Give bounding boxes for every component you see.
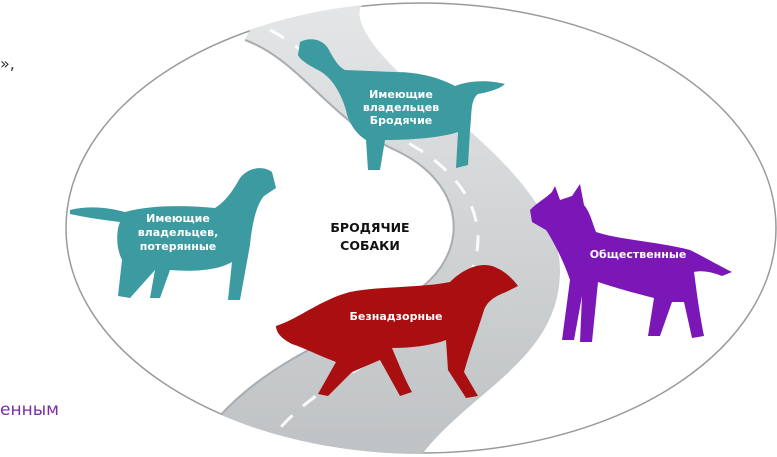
center-label-line-1: БРОДЯЧИЕ xyxy=(330,220,409,235)
label-owned-lost-1: Имеющие xyxy=(146,212,210,225)
dog-silhouette-owned-stray xyxy=(298,39,505,171)
dog-unsupervised: Безнадзорные xyxy=(276,264,518,398)
label-unsupervised: Безнадзорные xyxy=(350,310,443,323)
label-owned-stray-1: Имеющие xyxy=(369,88,433,101)
dog-silhouette-public xyxy=(530,184,732,342)
dog-silhouette-owned-lost xyxy=(70,168,276,300)
dog-owned-lost: Имеющие владельцев, потерянные xyxy=(70,168,276,300)
dog-owned-stray: Имеющие владельцев Бродячие xyxy=(298,39,505,171)
center-label-line-2: СОБАКИ xyxy=(340,238,400,253)
label-owned-stray-2: владельцев xyxy=(363,101,439,114)
label-owned-stray-3: Бродячие xyxy=(370,114,432,127)
edge-text-bottom: енным xyxy=(0,400,59,420)
label-public: Общественные xyxy=(590,248,687,261)
dog-silhouette-unsupervised xyxy=(276,264,518,398)
edge-text-top: », xyxy=(0,54,15,73)
label-owned-lost-3: потерянные xyxy=(140,240,217,253)
dog-public: Общественные xyxy=(530,184,732,342)
label-owned-lost-2: владельцев, xyxy=(138,226,219,239)
